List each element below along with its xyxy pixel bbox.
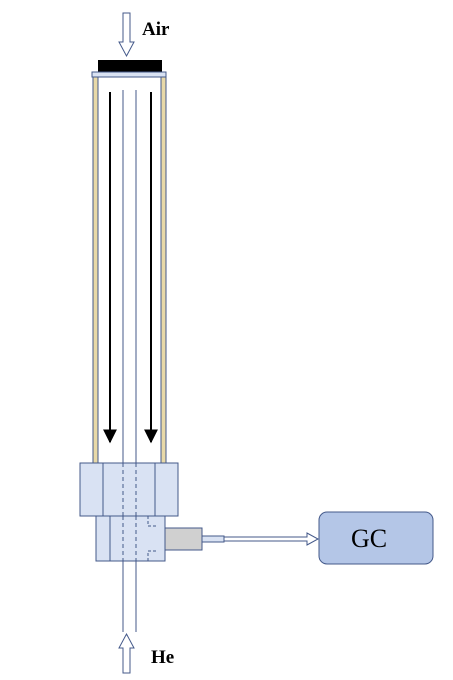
- air-label: Air: [142, 19, 170, 40]
- reactor-flange: [91, 71, 167, 78]
- outlet-arrow: [223, 532, 320, 546]
- air-inlet-arrow: [118, 12, 135, 58]
- insulation-wall-left: [92, 76, 99, 464]
- gc-label: GC: [351, 524, 387, 553]
- he-inlet-arrow: [118, 632, 135, 674]
- he-label: He: [151, 647, 174, 668]
- side-adapter: [164, 527, 203, 551]
- reactor-cap: [98, 60, 162, 72]
- upper-fitting: [79, 462, 179, 517]
- reactor-tube: [92, 76, 167, 464]
- lower-fitting: [95, 515, 166, 562]
- gc-box: [318, 511, 434, 565]
- outlet-pipe: [201, 535, 225, 543]
- insulation-wall-right: [160, 76, 167, 464]
